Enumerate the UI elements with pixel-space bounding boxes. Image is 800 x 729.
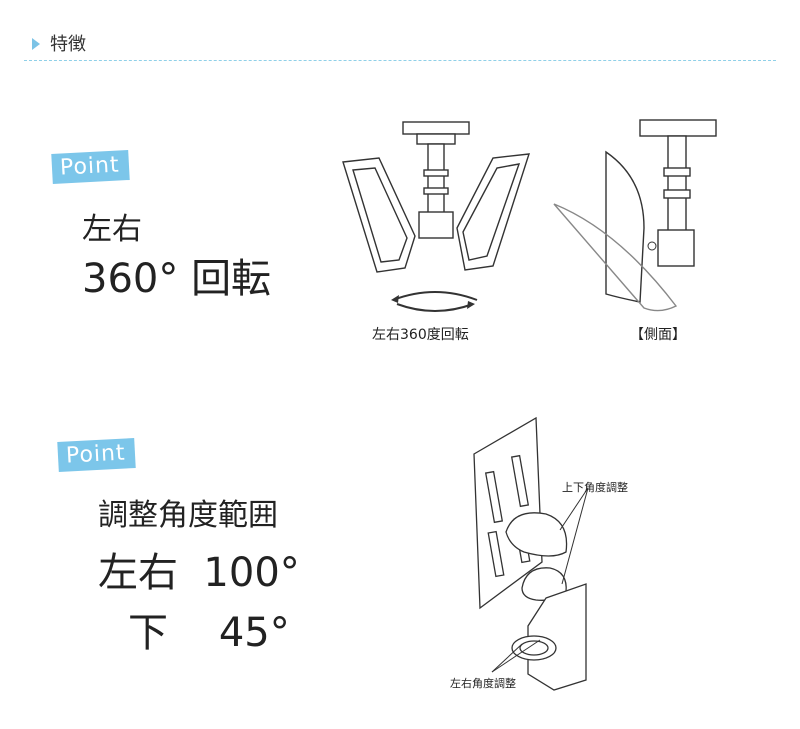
- point2-heading: 調整角度範囲: [98, 498, 278, 533]
- point1-heading: 左右: [82, 212, 142, 247]
- dashed-divider: [24, 60, 776, 61]
- point-badge-1: Point: [51, 150, 130, 184]
- leftright-adjust-label: 左右角度調整: [450, 677, 516, 690]
- updown-adjust-label: 上下角度調整: [562, 481, 628, 494]
- side-view-caption: 【側面】: [630, 327, 686, 343]
- bracket-joint-illustration: [473, 416, 589, 691]
- triangle-bullet-icon: [32, 38, 40, 50]
- ceiling-mount-side-view-illustration: [553, 119, 717, 312]
- point2-leftright-value: 左右 100°: [98, 550, 300, 596]
- section-header: 特徴: [24, 30, 776, 62]
- ceiling-mount-rotation-illustration: [342, 121, 530, 312]
- point-badge-2: Point: [57, 438, 136, 472]
- rotation-caption: 左右360度回転: [372, 327, 469, 343]
- point1-rotation-value: 360° 回転: [82, 256, 272, 302]
- point2-down-value: 下 45°: [128, 610, 290, 656]
- section-title: 特徴: [50, 34, 86, 55]
